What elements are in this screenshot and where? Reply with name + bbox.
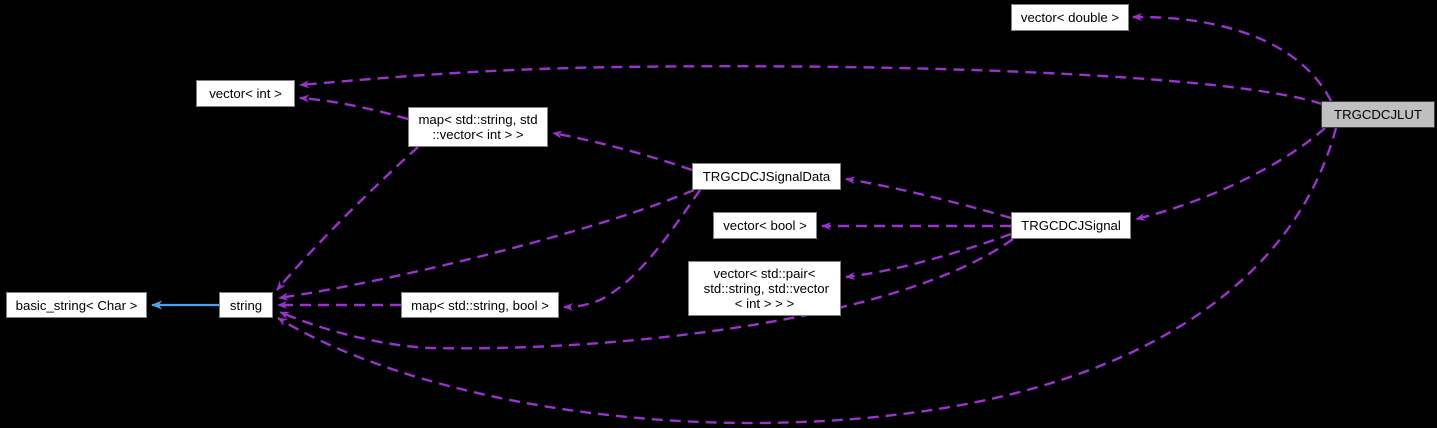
node-label: TRGCDCJSignal [1021,218,1121,233]
node-label: basic_string< Char > [15,297,138,313]
edge-jsignal-to-signaldata [845,176,1012,220]
node-label: vector< bool > [723,218,807,233]
node-signaldata[interactable]: TRGCDCJSignalData [692,163,841,190]
edge-signaldata-to-string [278,188,695,301]
node-label: TRGCDCJLUT [1334,107,1422,122]
node-vector_bool[interactable]: vector< bool > [713,212,817,239]
edge-map_str_vecint-to-string [276,146,419,291]
edge-jsignal-to-string [279,238,1014,350]
edge-jlut-to-vector_double [1132,12,1333,102]
node-string[interactable]: string [219,292,273,318]
node-map_str_bool[interactable]: map< std::string, bool > [401,292,559,318]
node-vector_int[interactable]: vector< int > [196,80,295,107]
node-label: vector< int > [209,86,282,101]
node-label: TRGCDCJSignalData [702,169,831,184]
edge-jlut-to-vector_int [299,65,1323,106]
node-vector_double[interactable]: vector< double > [1011,4,1129,31]
node-jsignal[interactable]: TRGCDCJSignal [1011,212,1131,239]
edge-jsignal-to-vec_pair [845,232,1012,280]
node-label: map< std::string, std ::vector< int > > [418,112,538,142]
node-vec_pair[interactable]: vector< std::pair< std::string, std::vec… [688,261,841,316]
node-label: vector< std::pair< std::string, std::vec… [703,266,829,311]
node-jlut: TRGCDCJLUT [1321,101,1435,128]
node-basic_string[interactable]: basic_string< Char > [6,292,147,318]
edge-signaldata-to-map_str_vecint [552,130,693,172]
node-label: string [229,297,263,313]
edge-jlut-to-jsignal [1135,127,1326,221]
node-label: map< std::string, bool > [411,297,549,313]
node-label: vector< double > [1020,10,1120,25]
edge-jlut-to-string [277,127,1338,425]
edge-map_str_vecint-to-vector_int [299,94,409,121]
edge-signaldata-to-map_str_bool [563,189,701,311]
node-map_str_vecint[interactable]: map< std::string, std ::vector< int > > [408,107,548,147]
